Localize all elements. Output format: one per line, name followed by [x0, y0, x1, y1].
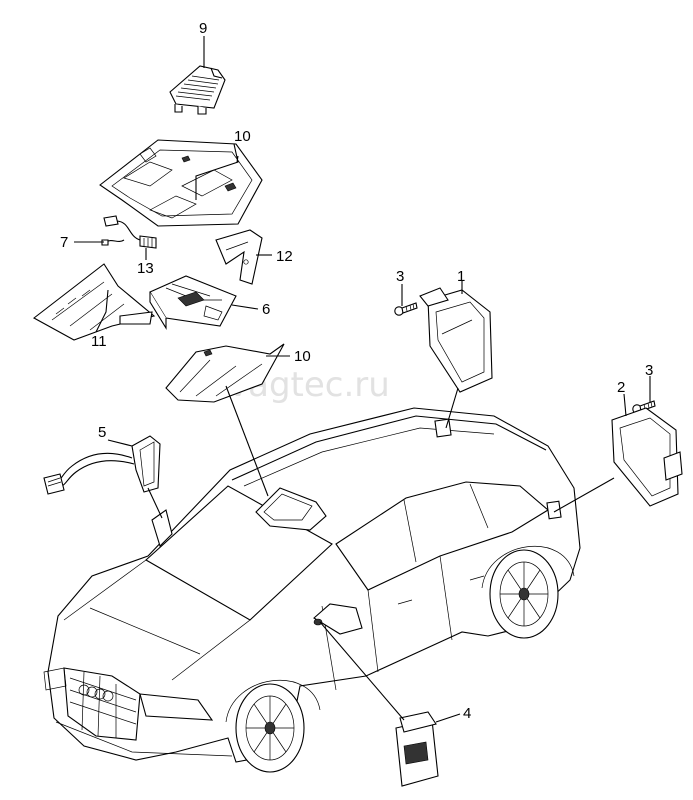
part-8-roof-console[interactable]: [99, 139, 263, 227]
install-marker-mirror-switch: [151, 509, 173, 548]
part-4-button[interactable]: [395, 711, 439, 787]
part-1-radar-module[interactable]: [419, 287, 493, 393]
part-11-cover[interactable]: [32, 263, 156, 341]
part-2-radar-module[interactable]: [611, 407, 683, 507]
callout-13: 13: [137, 260, 154, 277]
callout-10: 10: [294, 348, 311, 365]
part-13-harness[interactable]: [103, 215, 157, 249]
callout-5: 5: [98, 424, 106, 441]
callout-8: 10: [234, 128, 251, 145]
car-illustration: [43, 407, 581, 773]
callout-3-right: 3: [645, 362, 653, 379]
part-9-cover[interactable]: [169, 65, 226, 115]
callout-4: 4: [463, 705, 471, 722]
callout-3-left: 3: [396, 268, 404, 285]
callout-9: 9: [199, 20, 207, 37]
part-7-wire[interactable]: [101, 239, 125, 246]
install-marker-windshield: [255, 487, 327, 531]
part-6-control-unit[interactable]: [149, 275, 237, 330]
callout-6: 6: [262, 301, 270, 318]
callout-12: 12: [276, 248, 293, 265]
callout-2: 2: [617, 379, 625, 396]
callout-7: 7: [60, 234, 68, 251]
install-marker-rear: [546, 500, 562, 520]
part-3-screw[interactable]: [394, 302, 418, 316]
part-5-switch-with-cable[interactable]: [43, 435, 161, 495]
part-12-bracket[interactable]: [215, 229, 263, 285]
part-10-sensor-cover[interactable]: [165, 343, 285, 403]
callout-1: 1: [457, 268, 465, 285]
leader-lines: [74, 36, 651, 723]
callout-11: 11: [91, 333, 107, 350]
install-marker-mirror: [313, 618, 323, 626]
install-marker-roof: [434, 418, 452, 438]
